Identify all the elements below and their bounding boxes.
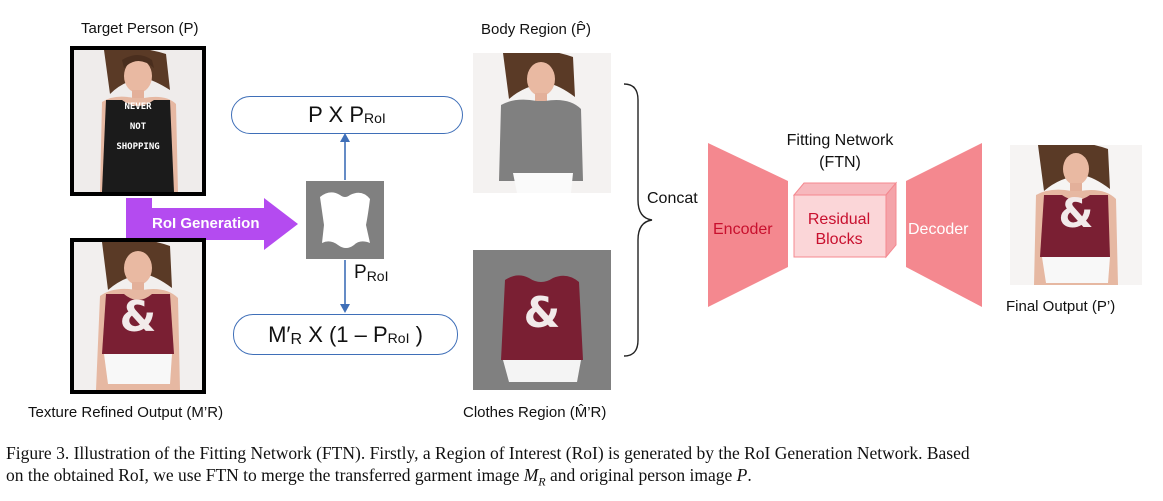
residual-line-2: Blocks [815,231,863,248]
fitting-network-line-2: (FTN) [819,154,861,171]
clothes-region-image: & [473,250,611,390]
encoder-label: Encoder [713,221,773,238]
p-roi-label: PRoI [354,262,388,284]
p-roi-sub: RoI [366,268,389,284]
formula-bottom-prefix: M′ [268,321,291,347]
decoder-label: Decoder [908,221,969,238]
texture-refined-image: & [70,238,206,394]
target-person-label: Target Person (P) [81,20,199,37]
encoder-shape [708,143,788,307]
shirt-text-line-2: NOT [129,122,147,132]
caption-line-2: on the obtained RoI, we use FTN to merge… [6,464,1156,493]
fitting-network-shapes [708,143,982,307]
roi-generation-label: RoI Generation [152,215,260,232]
formula-bottom-suffix: ) [409,321,423,347]
caption-math-m: M [523,465,539,485]
caption-line-2-a: on the obtained RoI, we use FTN to merge… [6,465,524,485]
shirt-text-line-3: SHOPPING [116,142,160,152]
caption-math-m-sub: R [538,474,546,489]
fitting-network-title: Fitting Network (FTN) [780,130,900,174]
clothes-region-label: Clothes Region (M̂’R) [463,404,607,421]
formula-top-main: P X P [308,102,365,127]
texture-refined-figure [74,242,202,390]
residual-blocks-label: Residual Blocks [794,210,884,250]
formula-bottom-sub: RoI [387,329,410,346]
formula-top-sub: RoI [364,110,386,126]
roi-generation-arrow [126,198,306,259]
residual-block-shape [793,194,887,258]
clothes-glyph: & [523,288,561,337]
shirt-text-line-1: NEVER [124,102,152,112]
target-person-figure [74,50,202,192]
figure-caption: Figure 3. Illustration of the Fitting Ne… [6,442,1156,493]
residual-line-1: Residual [807,211,871,228]
final-output-image: & [1010,145,1142,285]
caption-line-2-c: . [747,465,752,485]
caption-math-p: P [736,465,748,485]
fitting-network-line-1: Fitting Network [786,132,894,149]
final-glyph: & [1058,191,1094,237]
body-region-label: Body Region (P̂) [481,21,592,38]
caption-line-2-b: and original person image [545,465,737,485]
target-person-image: NEVER NOT SHOPPING [70,46,206,196]
formula-bottom-prefix-sub: R [290,330,303,348]
texture-refined-label: Texture Refined Output (M’R) [28,404,224,421]
roi-mask-image [306,181,384,259]
concat-brace [623,83,653,357]
concat-label: Concat [647,190,698,207]
final-output-label: Final Output (P’) [1006,298,1116,315]
body-region-image [473,53,611,193]
p-roi-main: P [354,262,367,283]
formula-bottom-middle: X (1 – P [302,321,388,347]
shirt-glyph: & [119,292,157,341]
caption-line-1: Figure 3. Illustration of the Fitting Ne… [6,443,970,463]
decoder-shape [906,143,982,307]
arrows-mask-to-formulas [340,133,350,313]
